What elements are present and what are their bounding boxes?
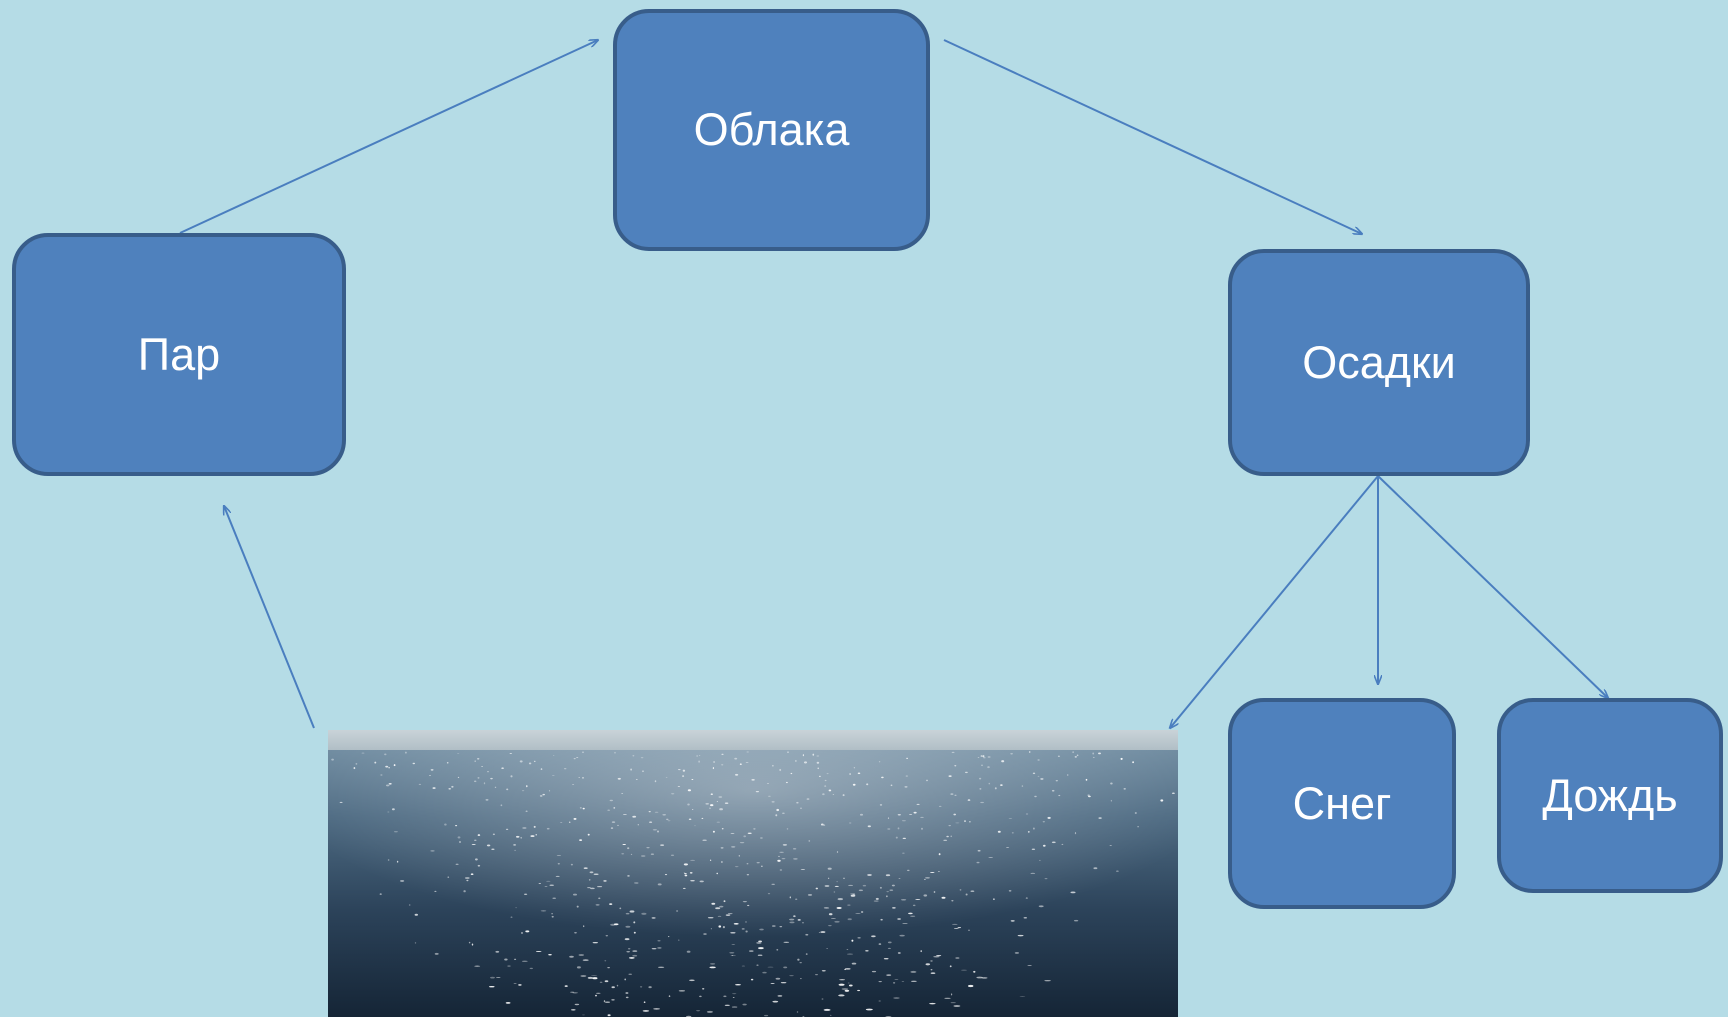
arrow-precipitation-to-sea	[1170, 475, 1379, 728]
arrow-steam-to-clouds	[179, 40, 598, 234]
sea-photo	[328, 730, 1178, 1017]
node-steam-label: Пар	[137, 328, 221, 380]
arrow-precipitation-to-rain	[1377, 475, 1608, 698]
node-rain-label: Дождь	[1542, 769, 1678, 821]
water-sparkles	[331, 751, 1175, 1017]
node-precipitation-label: Осадки	[1302, 336, 1456, 388]
arrow-clouds-to-precipitation	[943, 39, 1362, 234]
sea-image	[328, 730, 1178, 1017]
arrow-sea-to-steam	[224, 506, 315, 729]
node-precipitation: Осадки	[1228, 249, 1530, 476]
node-clouds-label: Облака	[693, 104, 850, 155]
node-rain: Дождь	[1497, 698, 1723, 893]
node-clouds: Облака	[613, 9, 930, 251]
node-snow: Снег	[1228, 698, 1456, 909]
node-steam: Пар	[12, 233, 346, 476]
node-snow-label: Снег	[1292, 777, 1392, 829]
